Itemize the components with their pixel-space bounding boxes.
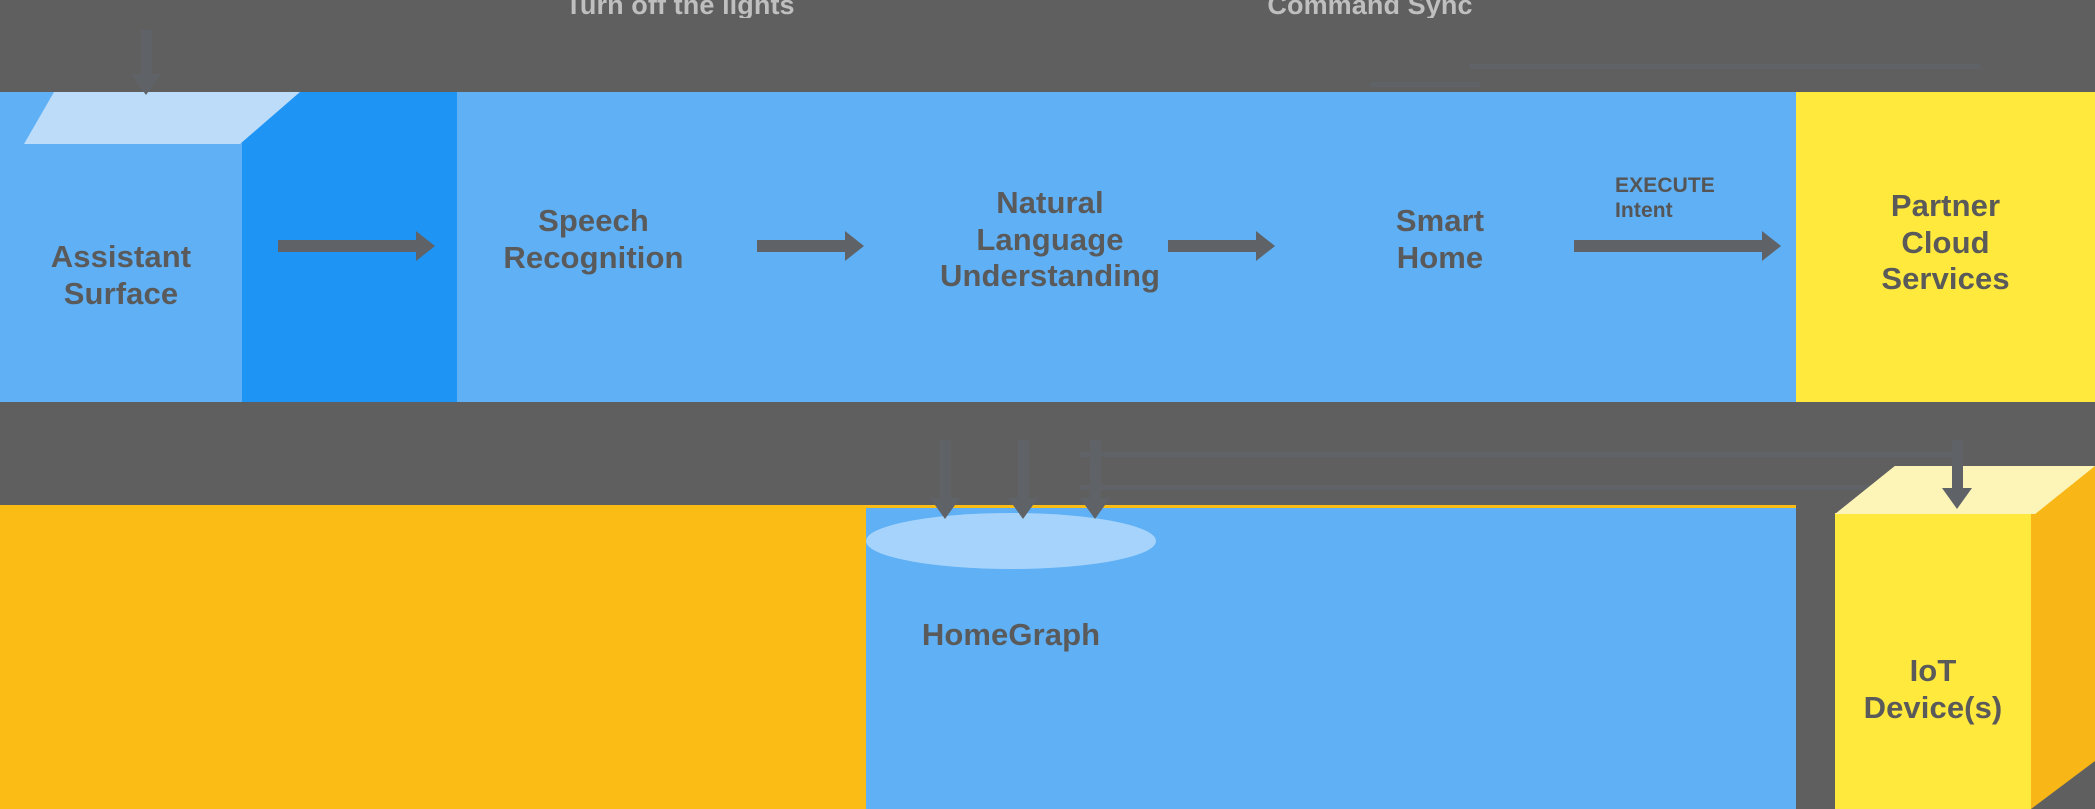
top-right-caption: Command Sync <box>1267 0 1473 18</box>
arrow-into-homegraph-3 <box>1080 440 1110 519</box>
iot-devices-label: IoT Device(s) <box>1835 653 2031 726</box>
assistant-surface-label: Assistant Surface <box>0 239 242 312</box>
partner-cloud-label-line2: Cloud <box>1901 224 1990 260</box>
execute-intent-label-line2: Intent <box>1615 198 1673 222</box>
speech-recognition-label: Speech Recognition <box>456 203 731 276</box>
arrow-into-assistant-surface <box>131 30 161 95</box>
top-left-connector-line <box>1370 82 1480 87</box>
nlu-label-line3: Understanding <box>939 258 1161 294</box>
assistant-cloud-panel <box>456 92 1796 402</box>
smart-home-label: Smart Home <box>1320 203 1560 276</box>
iot-device-cube[interactable] <box>1835 513 2031 809</box>
partner-cloud-services-label: Partner Cloud Services <box>1796 188 2095 298</box>
execute-intent-edge-label: EXECUTE Intent <box>1615 174 1815 224</box>
assistant-surface-label-line1: Assistant <box>50 239 192 274</box>
arrow-speech-to-nlu <box>757 231 864 261</box>
homegraph-label: HomeGraph <box>921 617 1101 652</box>
speech-recognition-label-line2: Recognition <box>503 239 684 275</box>
homegraph-cylinder[interactable] <box>866 513 1156 697</box>
arrow-into-homegraph-2 <box>1008 440 1038 519</box>
smart-home-label-line1: Smart <box>1395 203 1485 238</box>
top-right-connector-line <box>1470 64 1980 69</box>
arrow-smarthome-to-partnercloud <box>1574 231 1781 261</box>
iot-devices-label-line1: IoT <box>1909 653 1957 688</box>
arrow-into-iot-device <box>1942 440 1972 509</box>
assistant-surface-label-line2: Surface <box>63 275 179 311</box>
nlu-label-line1: Natural <box>996 185 1104 220</box>
partner-cloud-label-line3: Services <box>1881 261 2010 297</box>
execute-intent-label-line1: EXECUTE <box>1615 174 1715 197</box>
iot-device-cube-side <box>2031 466 2095 809</box>
nlu-label-line2: Language <box>976 221 1124 257</box>
iot-devices-label-line2: Device(s) <box>1863 689 2003 725</box>
smart-home-label-line2: Home <box>1396 239 1484 275</box>
natural-language-understanding-label: Natural Language Understanding <box>885 185 1215 295</box>
partner-cloud-label-line1: Partner <box>1890 188 2001 223</box>
homegraph-to-iot-connector <box>1080 485 1960 490</box>
speech-recognition-label-line1: Speech <box>538 203 649 238</box>
arrow-assistant-to-speech <box>278 231 435 261</box>
arrow-nlu-to-smarthome <box>1168 231 1275 261</box>
homegraph-cylinder-top <box>866 513 1156 569</box>
iot-device-cube-front <box>1835 513 2031 809</box>
homegraph-upper-connector <box>1080 452 1960 457</box>
partner-cloud-panel[interactable] <box>1796 92 2095 402</box>
arrow-into-homegraph-1 <box>930 440 960 519</box>
top-left-caption: Turn off the lights <box>565 0 795 18</box>
